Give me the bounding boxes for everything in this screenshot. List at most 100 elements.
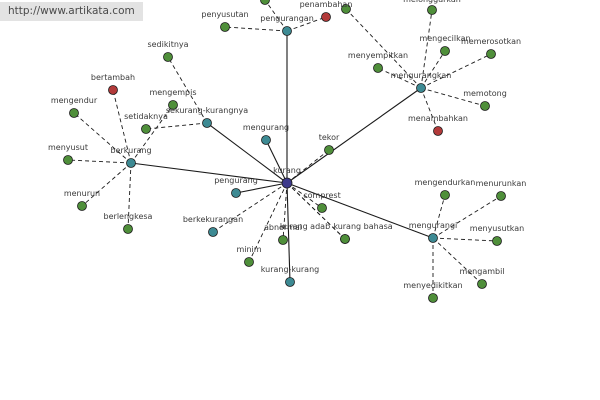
node-label-menurunkan[interactable]: menurunkan bbox=[476, 179, 527, 188]
node-menyusut[interactable] bbox=[63, 155, 73, 165]
edge-kurang-sekurang-kurangnya bbox=[206, 122, 288, 184]
node-menyusutkan[interactable] bbox=[492, 236, 502, 246]
node-label-menurun[interactable]: menurun bbox=[64, 189, 100, 198]
node-kurang[interactable] bbox=[281, 177, 293, 189]
node-label-memerosotkan[interactable]: memerosotkan bbox=[461, 37, 521, 46]
edge-kurang-comprest bbox=[286, 182, 323, 209]
edge-sekurang-kurangnya-sedikitnya bbox=[167, 56, 208, 124]
node-menurunkan[interactable] bbox=[496, 191, 506, 201]
node-penambahan[interactable] bbox=[321, 12, 331, 22]
node-label-kurang[interactable]: kurang bbox=[273, 166, 301, 175]
node-mengendurkan[interactable] bbox=[440, 190, 450, 200]
node-label-mengendur[interactable]: mengendur bbox=[51, 96, 98, 105]
node-label-sekurang-kurangnya[interactable]: sekurang-kurangnya bbox=[166, 106, 248, 115]
node-minim[interactable] bbox=[244, 257, 254, 267]
edge-kurang-mengurangi bbox=[286, 182, 434, 239]
edge-berkurang-bertambah bbox=[112, 89, 132, 164]
node-mengurangkan[interactable] bbox=[416, 83, 426, 93]
node-mengurangi[interactable] bbox=[428, 233, 438, 243]
node-label-menambahkan[interactable]: menambahkan bbox=[408, 114, 468, 123]
node-label-berkurang[interactable]: berkurang bbox=[110, 146, 151, 155]
node-comprest[interactable] bbox=[317, 203, 327, 213]
node-label-menyedikitkan[interactable]: menyedikitkan bbox=[403, 281, 462, 290]
node-mengecilkan[interactable] bbox=[440, 46, 450, 56]
node-label-comprest[interactable]: comprest bbox=[303, 191, 341, 200]
node-kurang-bahasa[interactable] bbox=[340, 234, 350, 244]
edge-berkurang-menyusut bbox=[67, 159, 132, 164]
node-penyusutan[interactable] bbox=[220, 22, 230, 32]
node-abnormal[interactable] bbox=[278, 235, 288, 245]
edge-mengurangi-menurunkan bbox=[432, 195, 502, 239]
node-melonggarkan[interactable] bbox=[427, 5, 437, 15]
node-label-mengecilkan[interactable]: mengecilkan bbox=[419, 34, 470, 43]
node-layer bbox=[63, 0, 506, 303]
edge-mengurangkan-memerosotkan bbox=[420, 53, 492, 89]
node-label-pengurangan[interactable]: pengurangan bbox=[260, 14, 314, 23]
node-pengurangan[interactable] bbox=[282, 26, 292, 36]
node-berlengkesa[interactable] bbox=[123, 224, 133, 234]
node-label-pengurang[interactable]: pengurang bbox=[214, 176, 258, 185]
node-memotong[interactable] bbox=[480, 101, 490, 111]
node-berkurang[interactable] bbox=[126, 158, 136, 168]
edge-pengurangan-top-node-a bbox=[264, 0, 288, 32]
edge-kurang-berkekurangan bbox=[212, 182, 288, 233]
label-layer: kurang pengurangan berkurang mengurangkan me… bbox=[48, 0, 526, 290]
node-label-melonggarkan[interactable]: melonggarkan bbox=[403, 0, 461, 4]
node-berkekurangan[interactable] bbox=[208, 227, 218, 237]
node-label-mengempis[interactable]: mengempis bbox=[149, 88, 196, 97]
node-label-tekor[interactable]: tekor bbox=[319, 133, 340, 142]
edge-mengurangkan-melonggarkan bbox=[420, 9, 433, 89]
node-label-mengendurkan[interactable]: mengendurkan bbox=[415, 178, 476, 187]
node-label-berkekurangan[interactable]: berkekurangan bbox=[183, 215, 243, 224]
edge-kurang-minim bbox=[248, 182, 288, 263]
node-label-bertambah[interactable]: bertambah bbox=[91, 73, 135, 82]
node-menyempitkan[interactable] bbox=[373, 63, 383, 73]
node-label-penambahan[interactable]: penambahan bbox=[300, 0, 353, 9]
node-label-memotong[interactable]: memotong bbox=[463, 89, 507, 98]
node-label-menyusut[interactable]: menyusut bbox=[48, 143, 88, 152]
node-label-minim[interactable]: minim bbox=[236, 245, 261, 254]
node-label-mengurang[interactable]: mengurang bbox=[243, 123, 289, 132]
node-mengurang[interactable] bbox=[261, 135, 271, 145]
node-mengambil[interactable] bbox=[477, 279, 487, 289]
node-label-kurang-kurang[interactable]: kurang-kurang bbox=[261, 265, 319, 274]
edge-mengurangi-mengendurkan bbox=[432, 194, 446, 239]
node-label-sedikitnya[interactable]: sedikitnya bbox=[147, 40, 188, 49]
edge-kurang-pengurang bbox=[235, 182, 288, 194]
edge-berkurang-mengendur bbox=[73, 112, 132, 164]
node-label-abnormal[interactable]: abnormal bbox=[264, 223, 302, 232]
node-label-menyusutkan[interactable]: menyusutkan bbox=[470, 224, 524, 233]
node-label-mengambil[interactable]: mengambil bbox=[459, 267, 504, 276]
node-top-node-a[interactable] bbox=[260, 0, 270, 5]
node-setidaknya[interactable] bbox=[141, 124, 151, 134]
node-mengempis[interactable] bbox=[168, 100, 178, 110]
edge-mengurangkan-menambahkan bbox=[420, 87, 439, 132]
node-label-mengurangi[interactable]: mengurangi bbox=[409, 221, 458, 230]
node-bertambah[interactable] bbox=[108, 85, 118, 95]
edge-kurang-kurang-kurang bbox=[286, 182, 291, 283]
node-label-setidaknya[interactable]: setidaknya bbox=[124, 112, 168, 121]
node-sekurang-kurangnya[interactable] bbox=[202, 118, 212, 128]
node-label-penyusutan[interactable]: penyusutan bbox=[201, 10, 248, 19]
node-label-berlengkesa[interactable]: berlengkesa bbox=[104, 212, 153, 221]
node-menurun[interactable] bbox=[77, 201, 87, 211]
edge-kurang-abnormal bbox=[282, 182, 288, 241]
node-mengendur[interactable] bbox=[69, 108, 79, 118]
node-tekor[interactable] bbox=[324, 145, 334, 155]
edge-mengurangkan-menyempitkan bbox=[377, 67, 422, 89]
node-menyedikitkan[interactable] bbox=[428, 293, 438, 303]
node-top-node-b[interactable] bbox=[341, 4, 351, 14]
edge-mengurangi-menyusutkan bbox=[432, 237, 498, 242]
node-sedikitnya[interactable] bbox=[163, 52, 173, 62]
node-pengurang[interactable] bbox=[231, 188, 241, 198]
node-label-kurang-adab[interactable]: kurang adab bbox=[280, 222, 330, 231]
node-menambahkan[interactable] bbox=[433, 126, 443, 136]
node-label-mengurangkan[interactable]: mengurangkan bbox=[391, 71, 452, 80]
node-memerosotkan[interactable] bbox=[486, 49, 496, 59]
site-url-banner[interactable]: http://www.artikata.com bbox=[0, 2, 143, 21]
node-label-menyempitkan[interactable]: menyempitkan bbox=[348, 51, 408, 60]
edge-berkurang-mengempis bbox=[130, 104, 174, 164]
node-kurang-kurang[interactable] bbox=[285, 277, 295, 287]
node-label-kurang-bahasa[interactable]: kurang bahasa bbox=[333, 222, 392, 231]
